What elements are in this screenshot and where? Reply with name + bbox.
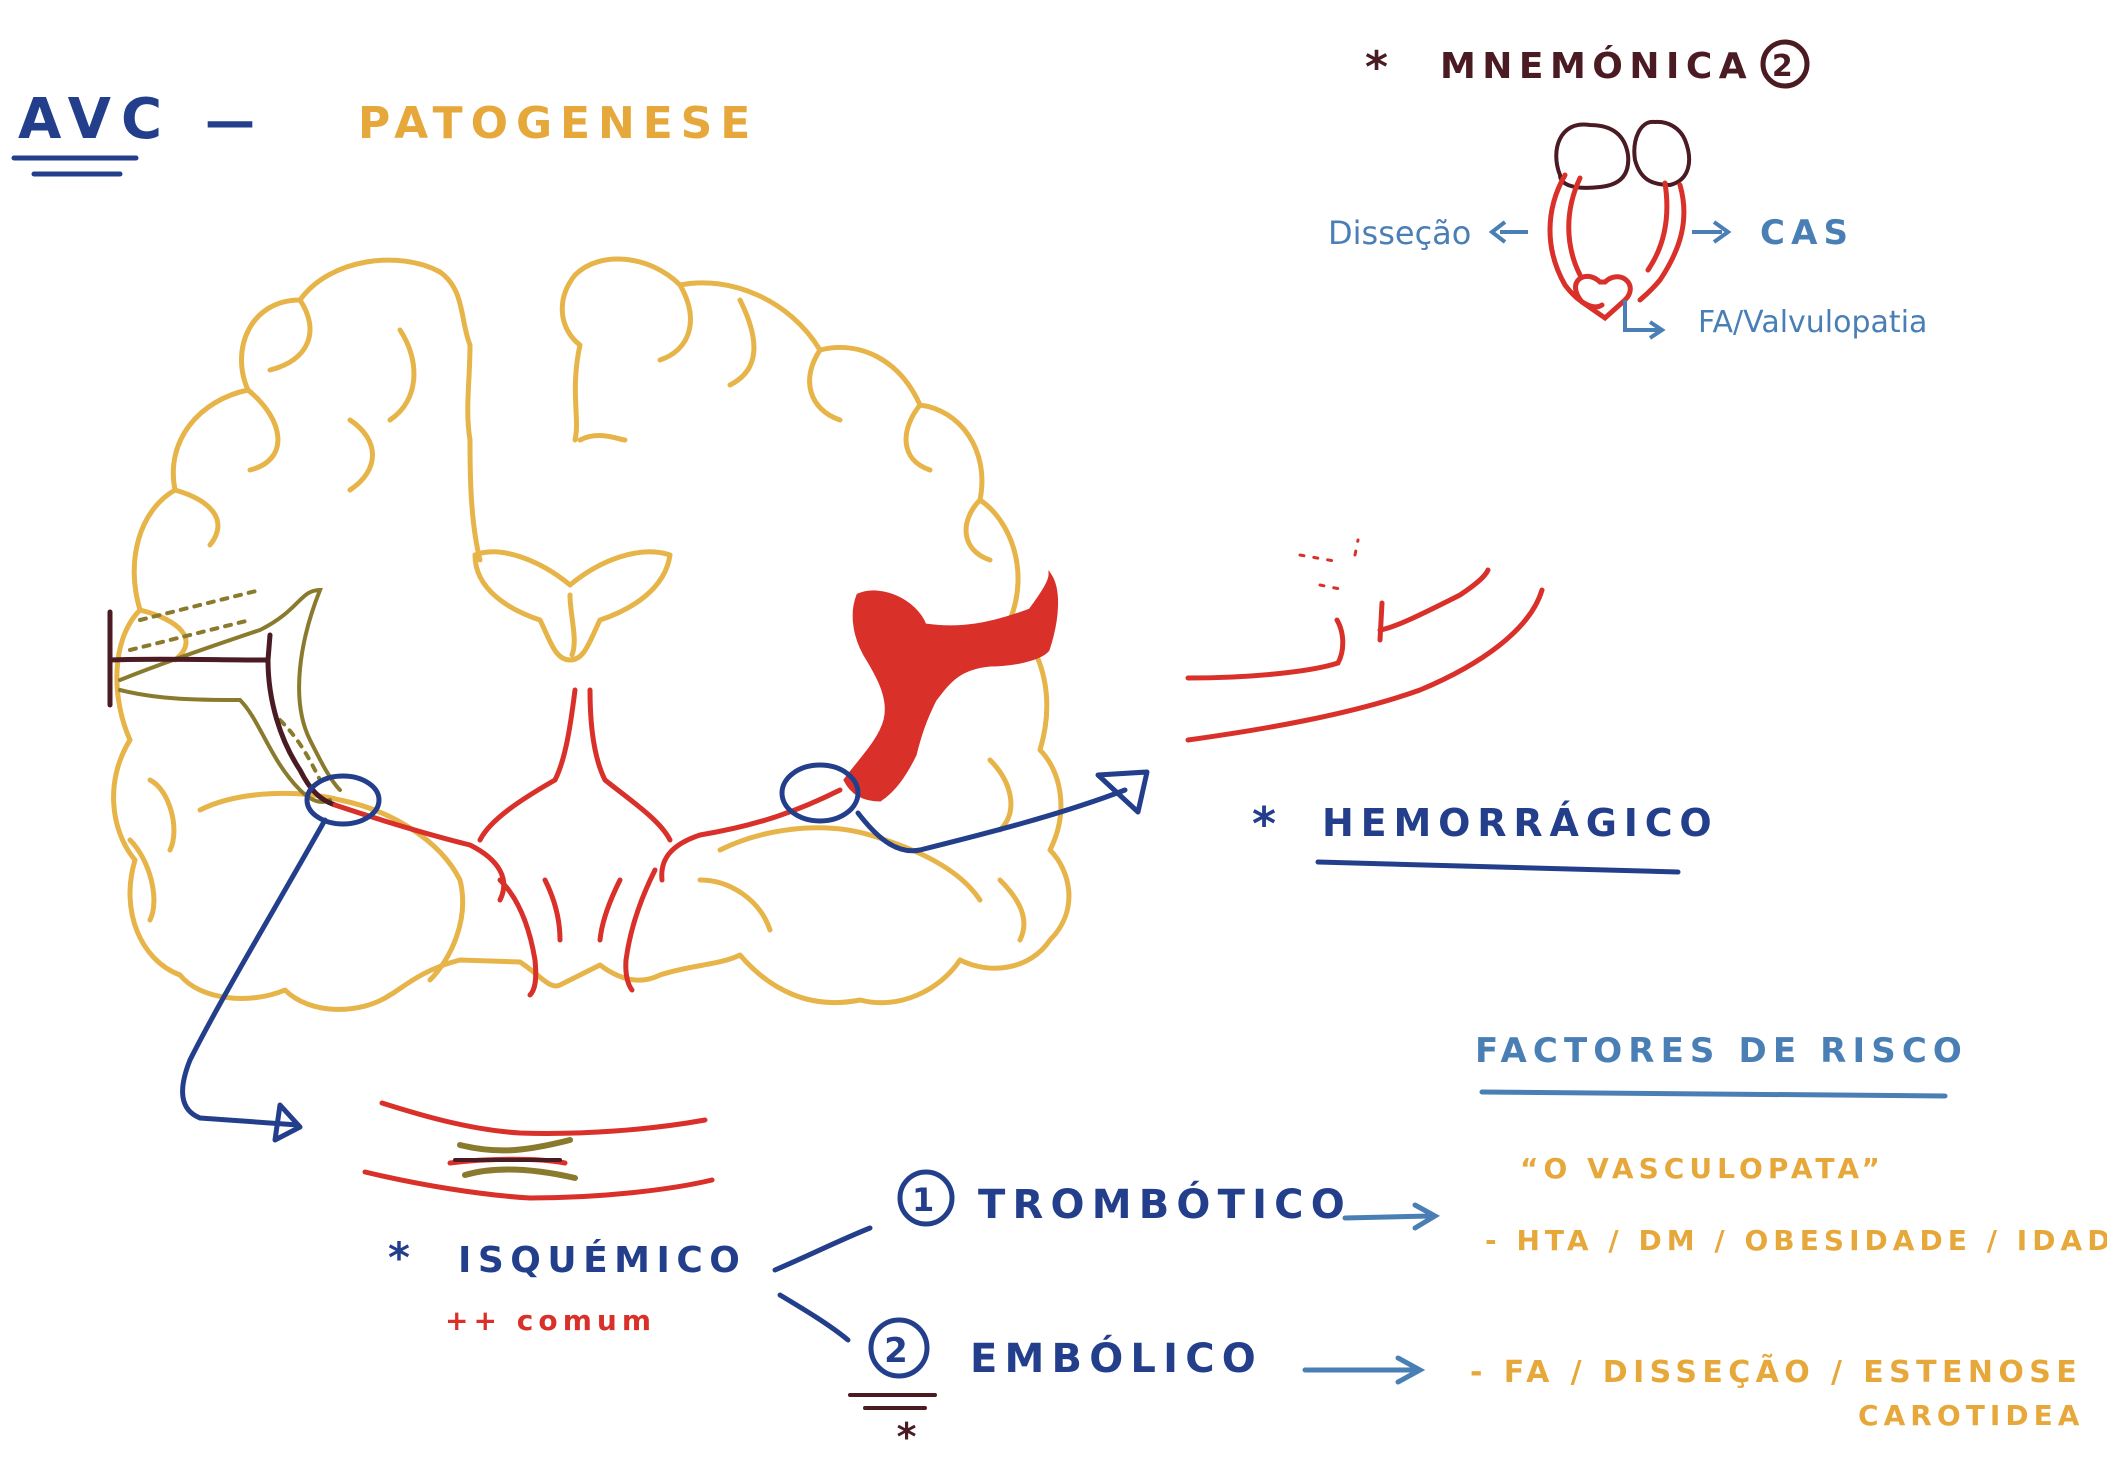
basilar-right (623, 867, 658, 993)
lenticulostriate (542, 877, 623, 943)
arrow-head-hemorrhagic (1095, 769, 1150, 815)
mnemonic-right-arrow (1692, 220, 1732, 244)
thrombotic-label: TROMBÓTICO (978, 1180, 1352, 1228)
sylvian-right (987, 757, 1027, 943)
embolic-label: EMBÓLICO (970, 1334, 1263, 1382)
embolic-number-circle (868, 1317, 930, 1379)
ischemic-territory-left (118, 587, 342, 804)
mnemonic-number: 2 (1772, 49, 1798, 84)
mnemonic-bottom-label: FA/Valvulopatia (1698, 305, 1927, 340)
ischemic-vessel-detail (362, 1100, 715, 1201)
mnemonic-star: * (1365, 42, 1396, 93)
risk-factors-heading: FACTORES DE RISCO (1475, 1031, 1968, 1071)
embolic-number: 2 (884, 1331, 914, 1371)
thrombotic-arrow (1342, 1202, 1441, 1231)
lesion-markers (304, 762, 861, 827)
sylvian-left (127, 777, 177, 923)
anterior-cerebral (477, 687, 673, 843)
occluded-artery-left (107, 609, 338, 808)
temporal-lobe-right (697, 825, 983, 933)
basilar-left (497, 877, 539, 998)
hemorrhagic-underline (1315, 859, 1681, 875)
ischemic-label: ISQUÉMICO (458, 1239, 746, 1281)
thrombotic-number-circle (897, 1169, 955, 1227)
title-group: AVC — PATOGENESE (11, 87, 758, 177)
thrombotic-number: 1 (912, 1181, 940, 1219)
gyri-left (137, 297, 483, 663)
hemorrhagic-star: * (1252, 797, 1284, 851)
marker-hemorrhagic (779, 762, 861, 824)
title-dash: — (205, 92, 264, 150)
longitudinal-fissure (437, 269, 583, 443)
title-subtitle: PATOGENESE (358, 98, 758, 149)
marker-ischemic (304, 773, 382, 827)
hemorrhage-focus (843, 570, 1059, 802)
mnemonic-label: MNEMÓNICA (1440, 45, 1753, 87)
risk-factors-underline (1479, 1089, 1948, 1099)
hemorrhagic-label-group: * HEMORRÁGICO (1252, 797, 1719, 875)
mnemonic-group: * MNEMÓNICA 2 Disseção CAS FA/Valvulopat… (1328, 39, 1927, 340)
third-ventricle (567, 592, 577, 658)
right-mca (659, 787, 843, 883)
cerebral-arteries (332, 687, 843, 998)
branch-to-thrombotic (772, 1225, 873, 1273)
mini-brain (1554, 119, 1692, 190)
embolic-footnote: * (897, 1415, 924, 1459)
brain-outline (111, 256, 1072, 1012)
mnemonic-right-label: CAS (1760, 213, 1854, 253)
embolic-risk-list-cont: CAROTIDEA (1858, 1399, 2085, 1432)
connector-arrows (180, 769, 1150, 1143)
gyri-right (577, 282, 993, 563)
mnemonic-left-arrow (1488, 220, 1528, 244)
type-embolic: 2 * EMBÓLICO (848, 1317, 1426, 1459)
title-avc: AVC (18, 87, 172, 152)
ischemic-star: * (388, 1233, 418, 1282)
embolic-arrow (1302, 1355, 1426, 1385)
embolic-risk-list: - FA / DISSEÇÃO / ESTENOSE (1470, 1353, 2082, 1390)
temporal-lobe-left (197, 790, 466, 983)
hemorrhagic-vessel-detail (1185, 538, 1545, 743)
hemorrhagic-label: HEMORRÁGICO (1322, 801, 1719, 845)
arrow-to-ischemic-detail (180, 817, 328, 1128)
arrow-head-ischemic (272, 1102, 303, 1143)
mnemonic-number-circle (1760, 39, 1810, 89)
thrombotic-risk-heading: “O VASCULOPATA” (1520, 1152, 1885, 1185)
risk-factors-group: FACTORES DE RISCO “O VASCULOPATA” - HTA … (1470, 1031, 2107, 1432)
mini-carotids (1547, 172, 1687, 322)
type-thrombotic: 1 TROMBÓTICO (897, 1169, 1441, 1231)
branch-to-embolic (777, 1292, 851, 1343)
ischemic-note: ++ comum (445, 1304, 656, 1337)
brain-coronal-section (111, 256, 1072, 1012)
arrow-to-hemorrhagic-detail (855, 787, 1128, 854)
ischemic-label-group: * ISQUÉMICO ++ comum (388, 1225, 873, 1343)
thrombotic-risk-list: - HTA / DM / OBESIDADE / IDADE (1485, 1224, 2107, 1257)
mnemonic-left-label: Disseção (1328, 214, 1471, 252)
mnemonic-bottom-arrow (1623, 300, 1666, 340)
lateral-ventricles (472, 549, 673, 663)
